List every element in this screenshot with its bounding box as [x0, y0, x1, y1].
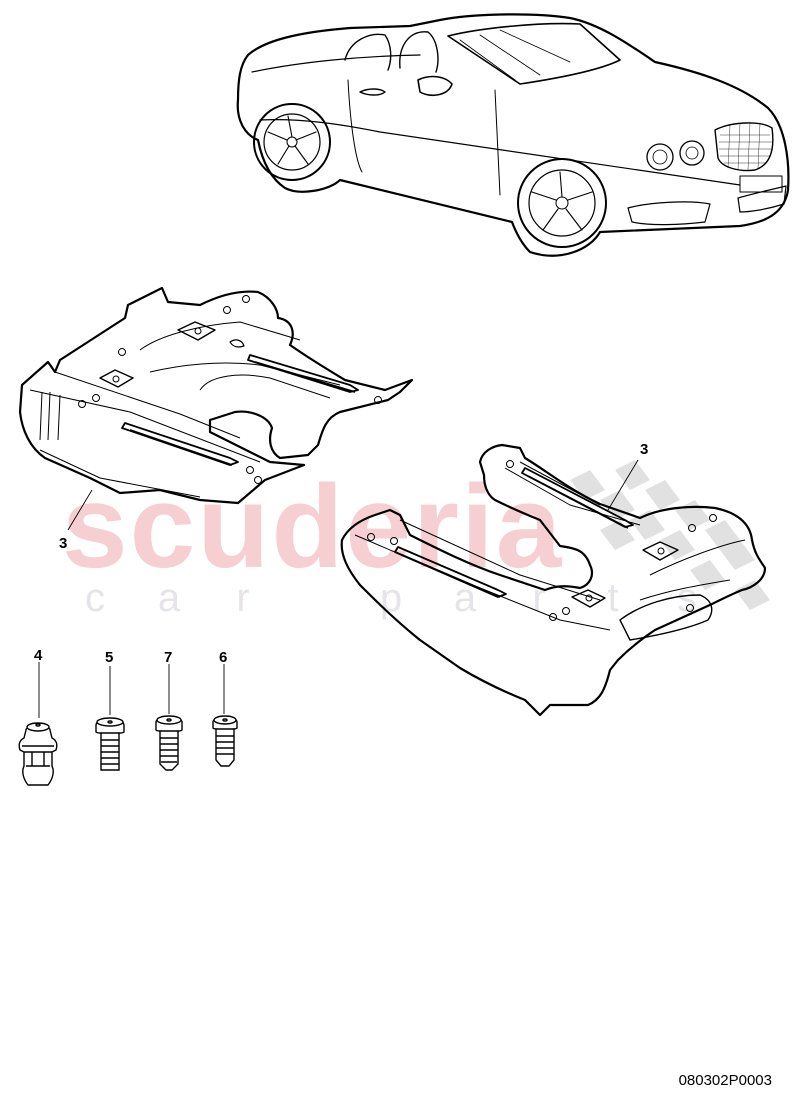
watermark-letter: s: [677, 576, 697, 620]
watermark-letter: a: [453, 576, 477, 620]
callout-6: 6: [219, 649, 228, 666]
callout-5: 5: [105, 649, 114, 666]
underbody-panel-left: [18, 286, 414, 505]
callout-4: 4: [34, 647, 43, 664]
fastener-4: [18, 722, 58, 786]
fastener-6: [212, 715, 238, 767]
watermark-letter: c: [85, 576, 105, 620]
underbody-panel-right: [340, 443, 767, 717]
diagram-reference-code: 080302P0003: [678, 1072, 772, 1089]
fastener-5: [95, 717, 125, 771]
checkered-flag-watermark: [570, 460, 770, 610]
callout-3-right: 3: [640, 441, 649, 458]
watermark-letter: r: [236, 576, 250, 620]
car-illustration: [236, 13, 790, 257]
fastener-7: [155, 715, 183, 771]
callout-7: 7: [164, 649, 173, 666]
watermark-letter: a: [157, 576, 181, 620]
watermark-letter: p: [379, 576, 403, 620]
leader-lines: [38, 459, 639, 718]
callout-3-left: 3: [59, 535, 68, 552]
watermark-letter: t: [607, 576, 619, 620]
